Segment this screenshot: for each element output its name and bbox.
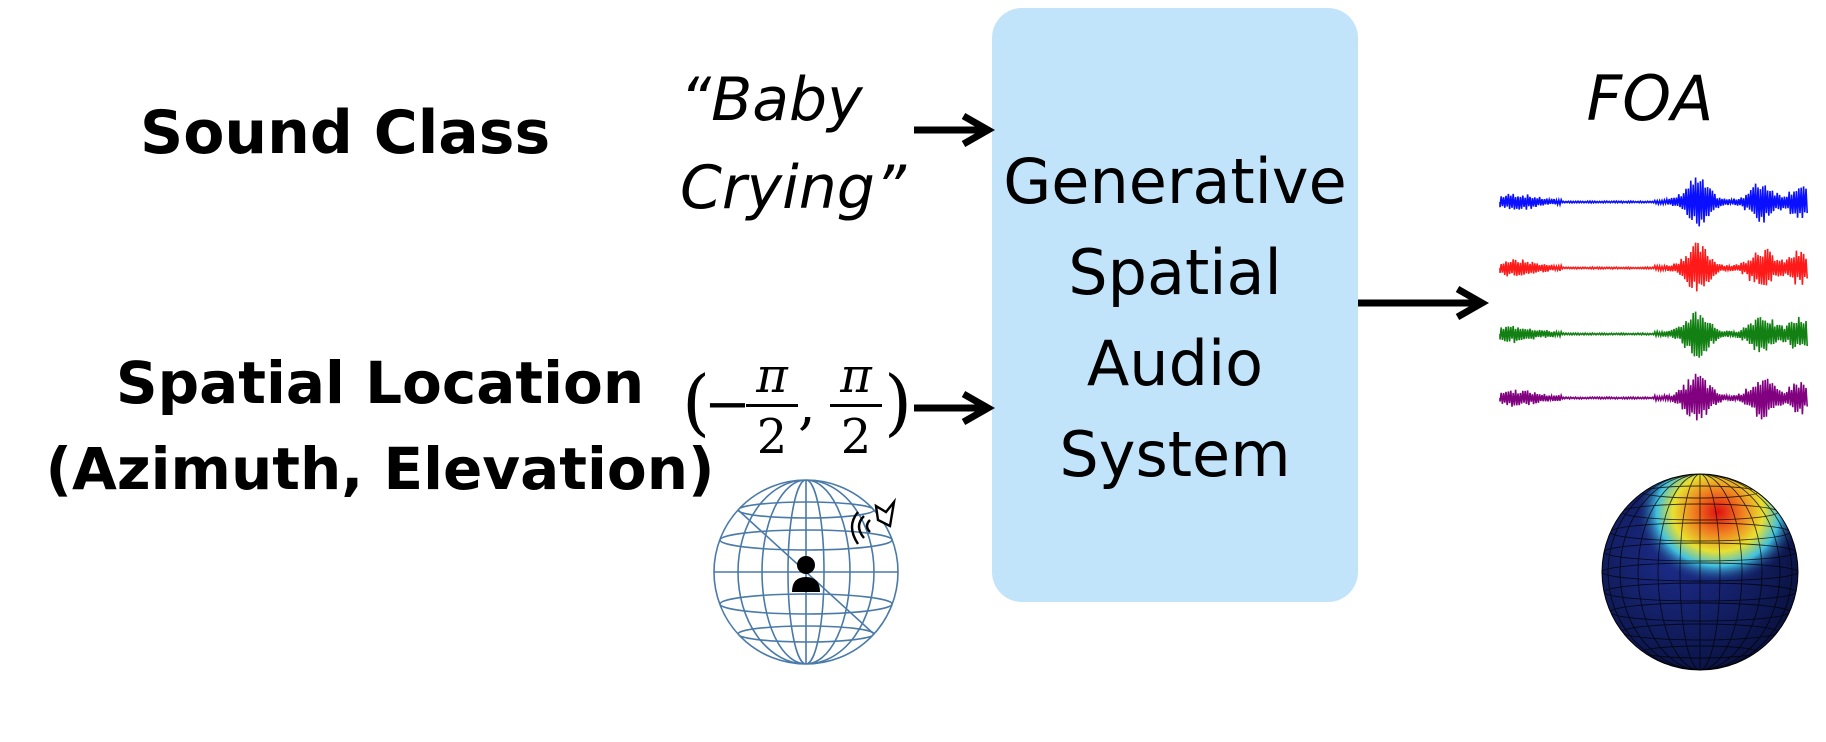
comma: ,	[798, 372, 816, 437]
fraction-azimuth: π 2	[746, 348, 798, 465]
spatial-location-line2: (Azimuth, Elevation)	[45, 435, 715, 503]
fraction-bar	[830, 404, 882, 407]
system-label-line4: System	[1059, 418, 1291, 491]
open-paren: (	[682, 360, 711, 444]
fraction-bar	[746, 404, 798, 407]
system-label-line1: Generative	[1003, 145, 1347, 218]
fraction-elevation: π 2	[830, 348, 882, 465]
person-icon	[792, 556, 820, 592]
fraction-azimuth-numerator: π	[756, 348, 788, 404]
sound-class-value-line1: “Baby	[680, 65, 863, 135]
speaker-icon	[850, 497, 896, 545]
waveform-channel-x	[1499, 242, 1808, 292]
fraction-elevation-numerator: π	[840, 348, 872, 404]
waveform-channel-z	[1499, 373, 1808, 421]
foa-waveforms	[1499, 177, 1808, 421]
waveform-channel-w	[1499, 177, 1808, 227]
foa-label: FOA	[1586, 62, 1714, 135]
sound-class-label: Sound Class	[140, 98, 551, 168]
spatial-location-label: Spatial Location (Azimuth, Elevation)	[40, 340, 720, 512]
system-label-line2: Spatial	[1068, 236, 1282, 309]
minus-sign: −	[704, 372, 751, 437]
foa-energy-sphere	[1601, 473, 1799, 671]
sound-class-value: “Baby Crying”	[680, 56, 940, 232]
system-label: Generative Spatial Audio System	[992, 136, 1358, 500]
waveform-channel-y	[1499, 311, 1808, 358]
system-label-line3: Audio	[1086, 327, 1264, 400]
sound-class-value-line2: Crying”	[680, 153, 906, 223]
fraction-azimuth-denominator: 2	[756, 409, 788, 465]
spatial-location-line1: Spatial Location	[115, 349, 645, 417]
close-paren: )	[884, 360, 913, 444]
fraction-elevation-denominator: 2	[840, 409, 872, 465]
location-value: ( − π 2 , π 2 )	[682, 350, 922, 470]
generative-spatial-audio-system-box: Generative Spatial Audio System	[992, 8, 1358, 602]
